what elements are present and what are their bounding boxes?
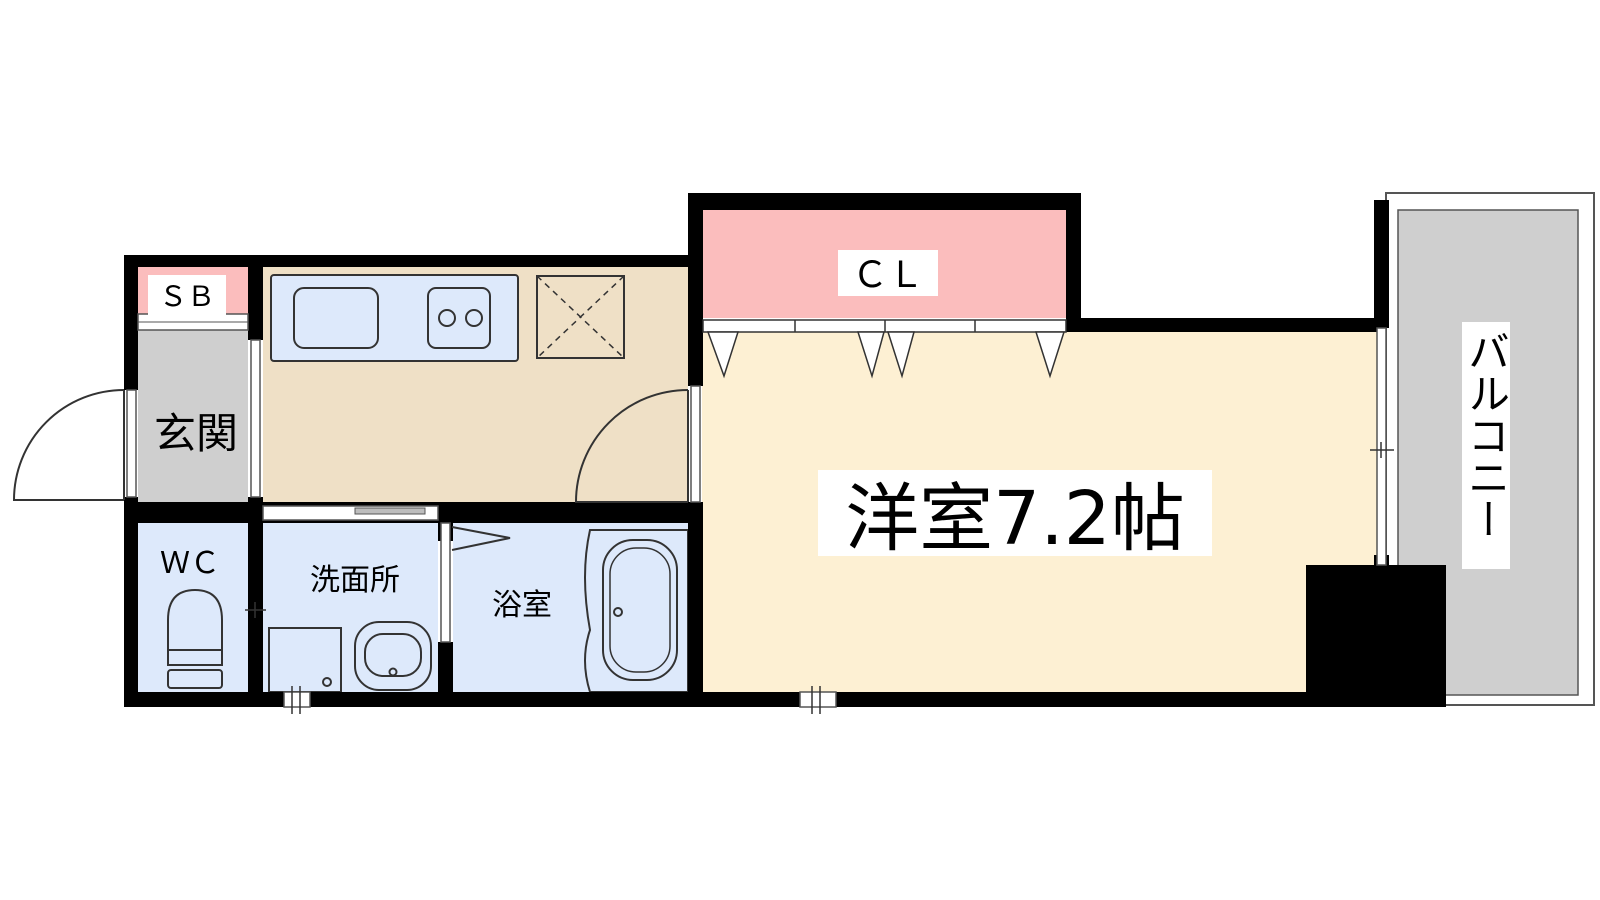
window-markers (245, 442, 1394, 714)
room-door (574, 389, 689, 503)
bathroom-label: 浴室 (492, 588, 552, 623)
kitchen-counter (270, 274, 519, 362)
entrance-door (12, 389, 125, 501)
washroom-label: 洗面所 (310, 563, 400, 598)
closet-label: ＣＬ (852, 255, 924, 296)
closet-doors (702, 319, 1067, 379)
balcony-label: バルコニー (1462, 330, 1511, 540)
toilet-icon (167, 588, 223, 689)
bathroom-door (451, 526, 511, 551)
bathroom-floor (453, 523, 688, 694)
bathtub-icon (584, 529, 689, 693)
western-room-label: 洋室7.2帖 (845, 476, 1185, 562)
stove-icon (427, 287, 491, 349)
entrance-floor (138, 330, 248, 502)
sb-label: ＳＢ (159, 280, 215, 313)
washbasin-icon (354, 621, 432, 691)
refrigerator-space-icon (536, 275, 625, 359)
entrance-label: 玄関 (154, 409, 238, 458)
washroom-floor (263, 523, 438, 694)
sink-icon (293, 287, 379, 349)
wc-label: ＷＣ (160, 546, 220, 581)
